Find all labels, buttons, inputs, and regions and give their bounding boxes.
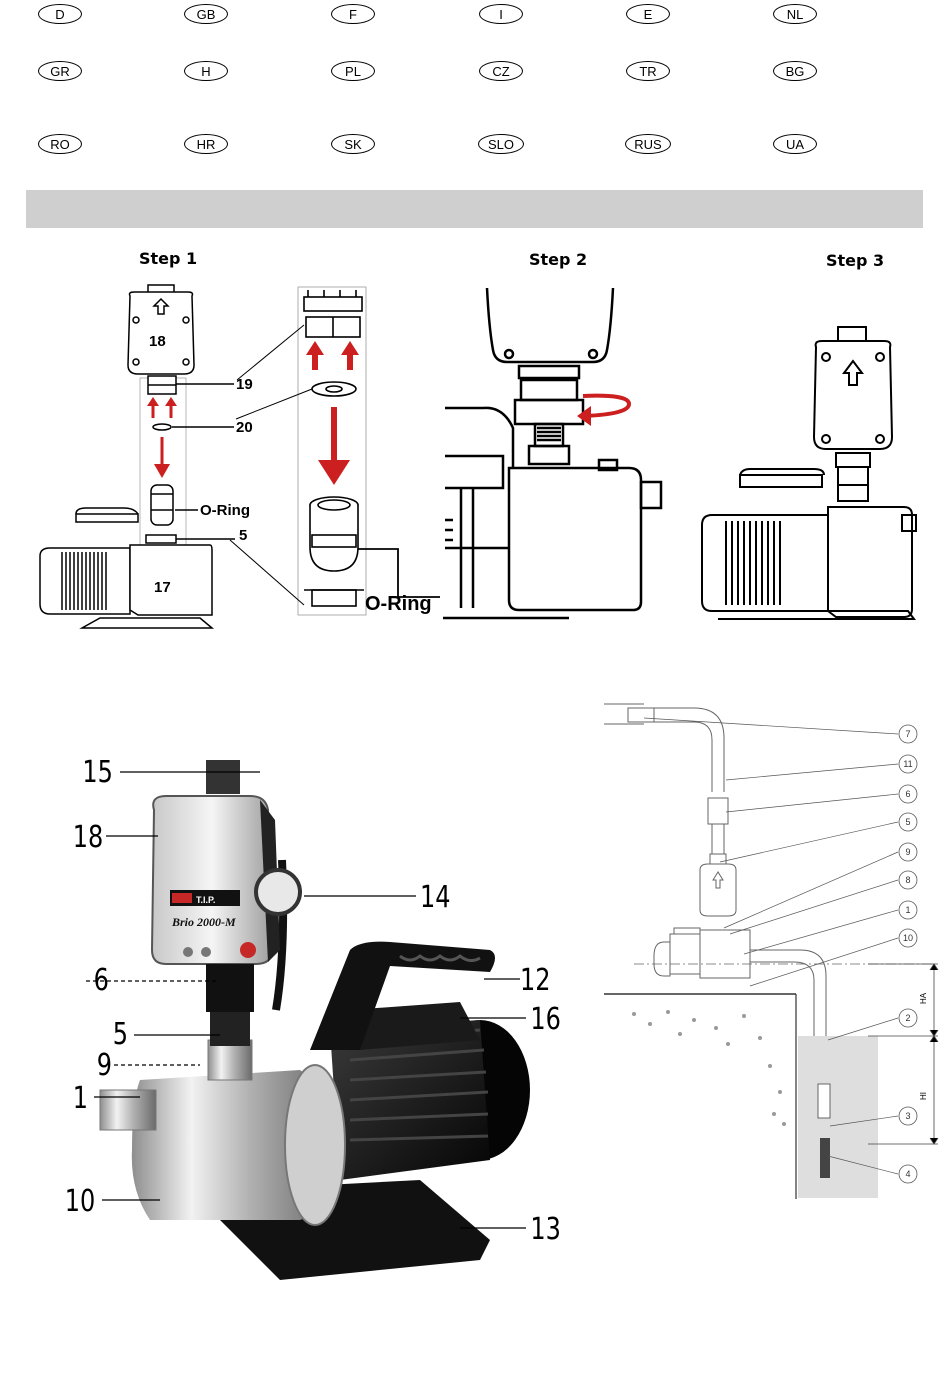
- dim-hi: HI: [919, 1092, 928, 1100]
- install-callout-5: 5: [905, 817, 910, 827]
- callout-oring-large: O-Ring: [365, 593, 432, 615]
- product-callouts: 15 18 14 6 12 5 16 9 1 10 13: [60, 750, 570, 1290]
- step-1-label: Step 1: [139, 249, 197, 268]
- lang-badge[interactable]: UA: [773, 134, 817, 154]
- lang-badge[interactable]: HR: [184, 134, 228, 154]
- product-callout-13: 13: [530, 1212, 561, 1246]
- product-callout-18: 18: [73, 820, 104, 854]
- callout-17: 17: [154, 579, 171, 596]
- lang-badge[interactable]: GB: [184, 4, 228, 24]
- lang-badge[interactable]: RUS: [625, 134, 671, 154]
- product-callout-6: 6: [94, 963, 109, 997]
- install-callout-3: 3: [905, 1111, 910, 1121]
- install-callout-6: 6: [905, 789, 910, 799]
- lang-badge[interactable]: RO: [38, 134, 82, 154]
- product-callout-9: 9: [97, 1048, 112, 1082]
- callout-18: 18: [149, 333, 166, 350]
- install-callout-10: 10: [903, 933, 913, 943]
- lang-badge[interactable]: I: [479, 4, 523, 24]
- install-callout-1: 1: [905, 905, 910, 915]
- install-callout-9: 9: [905, 847, 910, 857]
- install-callout-2: 2: [905, 1013, 910, 1023]
- step-2-diagram: [443, 288, 673, 633]
- lang-badge[interactable]: F: [331, 4, 375, 24]
- product-callout-16: 16: [530, 1002, 561, 1036]
- installation-diagram: HA HI 7 11 6 5 9 8 1 10 2 3 4: [604, 694, 944, 1199]
- step-1-detail-diagram: O-Ring: [230, 285, 450, 625]
- lang-badge[interactable]: E: [626, 4, 670, 24]
- lang-badge[interactable]: PL: [331, 61, 375, 81]
- lang-badge[interactable]: CZ: [479, 61, 523, 81]
- step-2-label: Step 2: [529, 250, 587, 269]
- install-callout-4: 4: [905, 1169, 910, 1179]
- section-header-bar: [26, 190, 923, 228]
- install-callout-7: 7: [905, 729, 910, 739]
- product-callout-12: 12: [520, 963, 551, 997]
- install-callout-11: 11: [903, 759, 912, 769]
- step-3-diagram: [698, 325, 918, 625]
- product-callout-14: 14: [420, 880, 451, 914]
- lang-badge[interactable]: TR: [626, 61, 670, 81]
- language-grid: D GB F I E NL GR H PL CZ TR BG RO HR SK …: [0, 0, 950, 170]
- product-callout-15: 15: [82, 755, 113, 789]
- product-callout-1: 1: [73, 1081, 88, 1115]
- product-callout-5: 5: [113, 1017, 128, 1051]
- lang-badge[interactable]: GR: [38, 61, 82, 81]
- lang-badge[interactable]: NL: [773, 4, 817, 24]
- install-callout-8: 8: [905, 875, 910, 885]
- lang-badge[interactable]: D: [38, 4, 82, 24]
- product-callout-10: 10: [65, 1184, 96, 1218]
- lang-badge[interactable]: SLO: [478, 134, 524, 154]
- lang-badge[interactable]: BG: [773, 61, 817, 81]
- lang-badge[interactable]: SK: [331, 134, 375, 154]
- step-3-label: Step 3: [826, 251, 884, 270]
- lang-badge[interactable]: H: [184, 61, 228, 81]
- dim-ha: HA: [919, 992, 928, 1004]
